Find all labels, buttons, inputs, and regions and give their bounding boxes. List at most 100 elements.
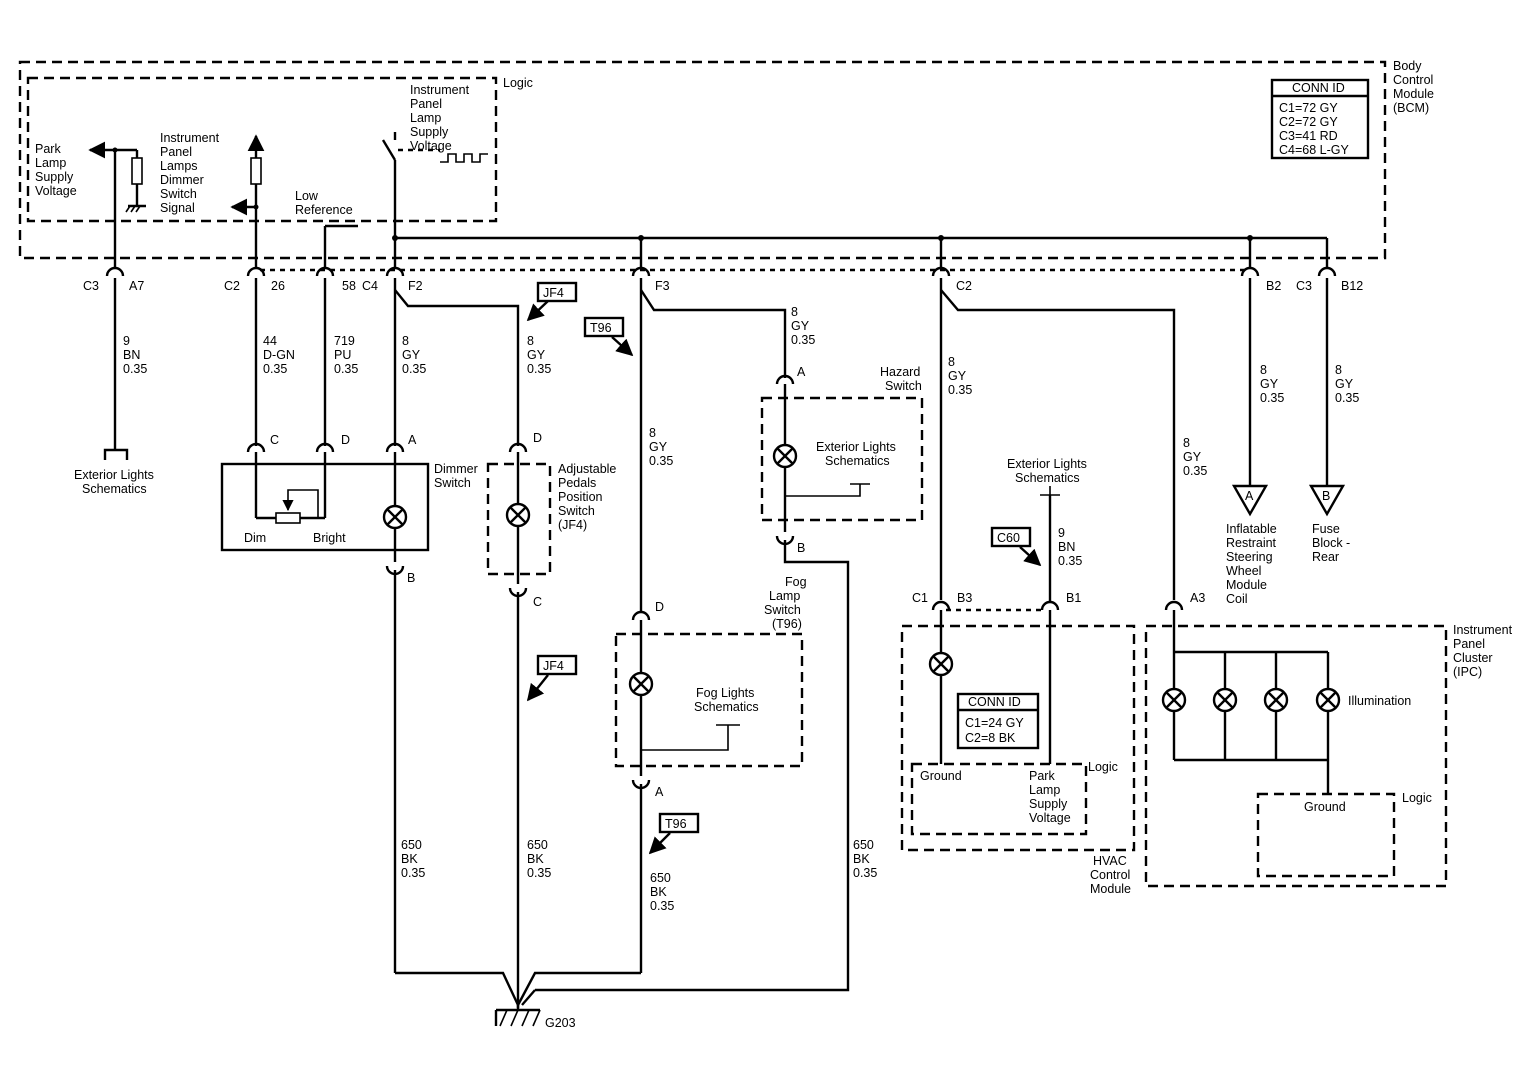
offpage-b: B Fuse Block - Rear <box>1308 484 1350 564</box>
svg-text:Schematics: Schematics <box>825 454 890 468</box>
svg-text:Panel: Panel <box>1453 637 1485 651</box>
svg-text:0.35: 0.35 <box>791 333 815 347</box>
svg-text:Exterior Lights: Exterior Lights <box>816 440 896 454</box>
svg-text:Hazard: Hazard <box>880 365 920 379</box>
svg-text:8: 8 <box>1260 363 1267 377</box>
svg-text:Module: Module <box>1090 882 1131 896</box>
svg-text:Logic: Logic <box>1088 760 1118 774</box>
svg-text:Supply: Supply <box>410 125 449 139</box>
svg-text:GY: GY <box>527 348 546 362</box>
svg-text:Supply: Supply <box>1029 797 1068 811</box>
svg-text:8: 8 <box>948 355 955 369</box>
dimmer-switch <box>220 442 430 576</box>
bcm-pin-labels: C3 A7 C2 26 58 C4 F2 F3 C2 B2 C3 B12 <box>83 279 1363 293</box>
jf4-tag-bottom: JF4 <box>526 654 578 702</box>
svg-text:Adjustable: Adjustable <box>558 462 616 476</box>
svg-text:650: 650 <box>527 838 548 852</box>
svg-text:0.35: 0.35 <box>401 866 425 880</box>
svg-text:Panel: Panel <box>410 97 442 111</box>
bcm-logic-label: Logic <box>503 76 533 90</box>
svg-text:B12: B12 <box>1341 279 1363 293</box>
svg-text:C1=24 GY: C1=24 GY <box>965 716 1024 730</box>
svg-text:9: 9 <box>1058 526 1065 540</box>
ground-g203-label: G203 <box>545 1016 576 1030</box>
svg-text:C1: C1 <box>912 591 928 605</box>
svg-text:(JF4): (JF4) <box>558 518 587 532</box>
svg-text:A3: A3 <box>1190 591 1205 605</box>
svg-text:Instrument: Instrument <box>160 131 220 145</box>
svg-text:Switch: Switch <box>558 504 595 518</box>
svg-text:C2: C2 <box>956 279 972 293</box>
wire-c60-label: 9 BN 0.35 <box>1058 526 1082 568</box>
svg-text:GY: GY <box>948 369 967 383</box>
svg-text:BK: BK <box>401 852 418 866</box>
svg-text:Lamps: Lamps <box>160 159 198 173</box>
svg-text:A7: A7 <box>129 279 144 293</box>
svg-text:B3: B3 <box>957 591 972 605</box>
wire-b2-label: 8 GY 0.35 <box>1260 363 1284 405</box>
svg-text:C: C <box>270 433 279 447</box>
svg-text:Exterior Lights: Exterior Lights <box>1007 457 1087 471</box>
bcm-conn-id: CONN ID C1=72 GY C2=72 GY C3=41 RD C4=68… <box>1270 78 1370 160</box>
svg-text:0.35: 0.35 <box>1335 391 1359 405</box>
wire-ipc-label: 8 GY 0.35 <box>1183 436 1207 478</box>
ground-wire-hazard <box>535 540 850 992</box>
svg-text:C4=68 L-GY: C4=68 L-GY <box>1279 143 1349 157</box>
svg-text:Low: Low <box>295 189 319 203</box>
svg-text:8: 8 <box>649 426 656 440</box>
exterior-lights-left-label: Exterior Lights Schematics <box>74 468 154 496</box>
svg-text:C1=72 GY: C1=72 GY <box>1279 101 1338 115</box>
svg-text:CONN ID: CONN ID <box>968 695 1021 709</box>
svg-text:GY: GY <box>1183 450 1202 464</box>
svg-text:C3: C3 <box>83 279 99 293</box>
svg-text:Rear: Rear <box>1312 550 1339 564</box>
svg-text:D-GN: D-GN <box>263 348 295 362</box>
wire-ipc <box>940 289 1176 600</box>
svg-text:BK: BK <box>853 852 870 866</box>
svg-text:Lamp: Lamp <box>410 111 441 125</box>
svg-text:BN: BN <box>123 348 140 362</box>
svg-text:44: 44 <box>263 334 277 348</box>
svg-text:650: 650 <box>401 838 422 852</box>
svg-text:B1: B1 <box>1066 591 1081 605</box>
svg-text:Park: Park <box>35 142 61 156</box>
svg-text:Lamp: Lamp <box>35 156 66 170</box>
dimmer-switch-labels: Dimmer Switch Dim Bright C D A B <box>244 433 478 585</box>
wire-hvac-label: 8 GY 0.35 <box>948 355 972 397</box>
wire-jf4-label: 8 GY 0.35 <box>527 334 551 376</box>
svg-text:Panel: Panel <box>160 145 192 159</box>
svg-text:0.35: 0.35 <box>853 866 877 880</box>
t96-tag-bottom: T96 <box>648 812 700 855</box>
fog-lamp-switch-labels: Fog Lamp Switch (T96) Fog Lights Schemat… <box>655 575 807 799</box>
svg-text:Lamp: Lamp <box>769 589 800 603</box>
svg-text:650: 650 <box>650 871 671 885</box>
hvac-control-module <box>900 486 1136 852</box>
offpage-a: A Inflatable Restraint Steering Wheel Mo… <box>1226 484 1277 606</box>
svg-text:D: D <box>341 433 350 447</box>
hazard-switch <box>760 374 924 546</box>
svg-text:0.35: 0.35 <box>123 362 147 376</box>
hvac-labels: HVAC Control Module Exterior Lights Sche… <box>912 457 1131 896</box>
svg-text:GY: GY <box>1260 377 1279 391</box>
svg-text:T96: T96 <box>665 817 687 831</box>
wire-f2-label: 8 GY 0.35 <box>402 334 426 376</box>
ground-g203-symbol <box>494 1005 541 1027</box>
adjustable-pedals-switch <box>486 442 552 598</box>
svg-text:Pedals: Pedals <box>558 476 596 490</box>
hazard-switch-labels: Hazard Switch Exterior Lights Schematics… <box>797 365 922 555</box>
svg-text:8: 8 <box>1335 363 1342 377</box>
svg-text:Voltage: Voltage <box>1029 811 1071 825</box>
bcm-title: Body Control Module (BCM) <box>1393 59 1434 115</box>
svg-text:8: 8 <box>402 334 409 348</box>
svg-text:Restraint: Restraint <box>1226 536 1277 550</box>
svg-text:Module: Module <box>1393 87 1434 101</box>
svg-text:Dimmer: Dimmer <box>160 173 204 187</box>
svg-text:Schematics: Schematics <box>82 482 147 496</box>
svg-text:A: A <box>655 785 664 799</box>
svg-text:Ground: Ground <box>920 769 962 783</box>
bcm-connector-terminals <box>105 266 1337 277</box>
svg-text:Schematics: Schematics <box>694 700 759 714</box>
svg-text:Lamp: Lamp <box>1029 783 1060 797</box>
svg-text:Coil: Coil <box>1226 592 1248 606</box>
svg-text:8: 8 <box>527 334 534 348</box>
